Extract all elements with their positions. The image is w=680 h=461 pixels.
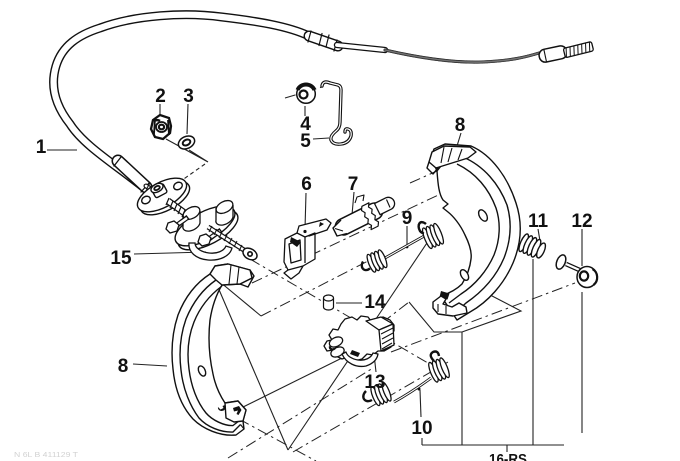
svg-text:5: 5	[300, 131, 311, 152]
svg-text:7: 7	[348, 174, 359, 195]
svg-text:1: 1	[36, 137, 47, 158]
svg-text:10: 10	[411, 418, 432, 439]
svg-text:13: 13	[364, 372, 385, 393]
svg-text:N 6L B 411129 T: N 6L B 411129 T	[14, 450, 78, 459]
svg-text:12: 12	[571, 211, 592, 232]
svg-text:3: 3	[183, 86, 194, 107]
svg-text:6: 6	[301, 174, 312, 195]
svg-text:15: 15	[110, 248, 132, 269]
svg-text:8: 8	[118, 356, 129, 377]
svg-text:4: 4	[300, 114, 311, 135]
svg-text:11: 11	[528, 211, 549, 232]
svg-text:9: 9	[402, 208, 413, 229]
svg-text:2: 2	[155, 86, 166, 107]
svg-text:14: 14	[364, 292, 386, 313]
svg-text:8: 8	[455, 115, 466, 136]
svg-text:16-RS: 16-RS	[489, 451, 527, 461]
